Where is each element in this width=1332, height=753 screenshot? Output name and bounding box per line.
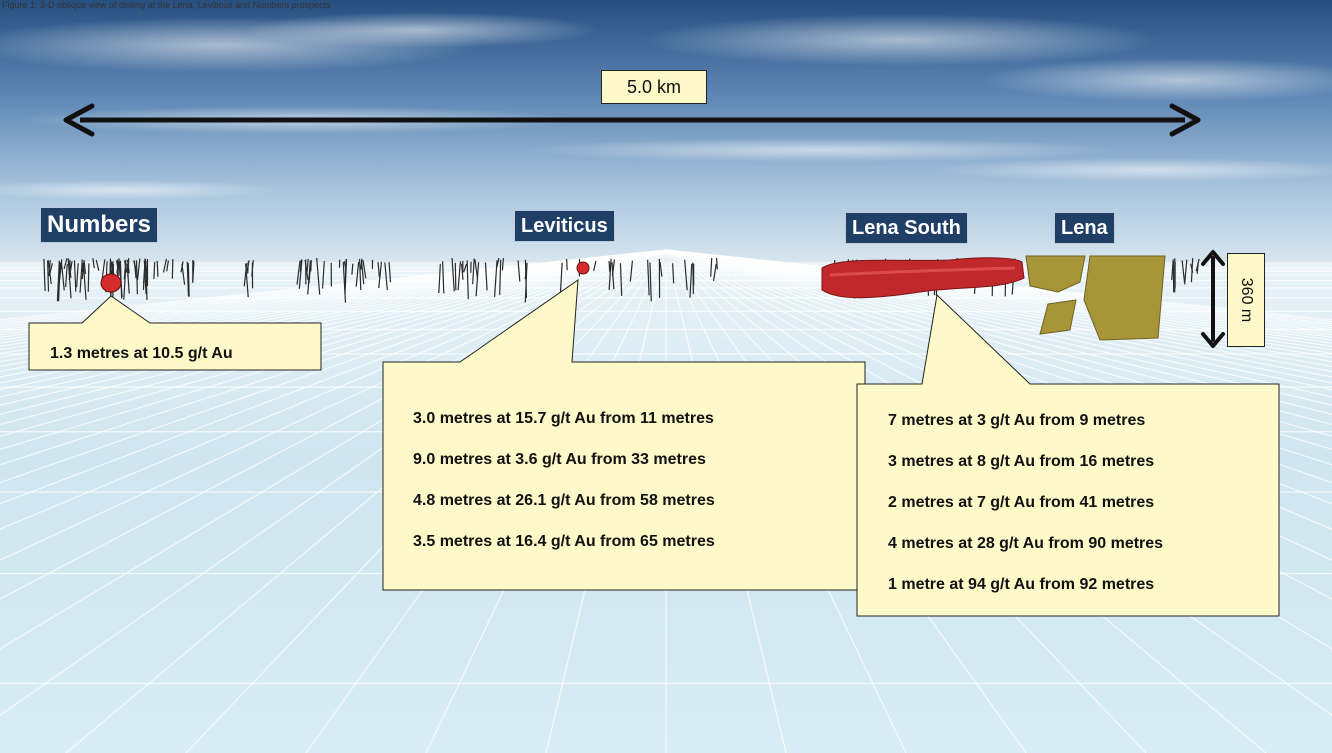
prospect-label-numbers: Numbers (40, 207, 159, 243)
prospect-label-leviticus: Leviticus (514, 210, 615, 242)
distance-scale-label: 5.0 km (601, 70, 707, 104)
intercept-line: 4.8 metres at 26.1 g/t Au from 58 metres (413, 492, 715, 509)
scale-arrow-horizontal (63, 103, 1201, 137)
intercept-line: 7 metres at 3 g/t Au from 9 metres (888, 412, 1146, 429)
callout-numbers-shape (28, 295, 322, 371)
intercept-line: 3 metres at 8 g/t Au from 16 metres (888, 453, 1155, 470)
depth-scale-label: 360 m (1227, 253, 1265, 347)
numbers-intercept (100, 273, 122, 293)
callout-lena: 7 metres at 3 g/t Au from 9 metres 3 met… (888, 412, 1163, 595)
callout-leviticus: 3.0 metres at 15.7 g/t Au from 11 metres… (413, 410, 715, 552)
intercept-line: 3.5 metres at 16.4 g/t Au from 65 metres (413, 533, 715, 550)
prospect-label-lena: Lena (1054, 212, 1115, 244)
scale-arrow-vertical (1201, 250, 1225, 348)
intercept-line: 1 metre at 94 g/t Au from 92 metres (888, 576, 1155, 593)
lena-orebody (1025, 255, 1086, 293)
prospect-label-lena-south: Lena South (845, 212, 968, 244)
figure-caption: Figure 1: 3-D oblique view of drilling a… (2, 0, 331, 10)
leviticus-intercept (576, 261, 590, 275)
intercept-line: 3.0 metres at 15.7 g/t Au from 11 metres (413, 410, 714, 427)
intercept-line: 9.0 metres at 3.6 g/t Au from 33 metres (413, 451, 706, 468)
callout-lena-shape (856, 293, 1280, 617)
intercept-line: 4 metres at 28 g/t Au from 90 metres (888, 535, 1164, 552)
intercept-line: 1.3 metres at 10.5 g/t Au (50, 345, 233, 362)
depth-scale-text: 360 m (1238, 277, 1255, 323)
callout-numbers: 1.3 metres at 10.5 g/t Au (50, 345, 233, 364)
intercept-line: 2 metres at 7 g/t Au from 41 metres (888, 494, 1155, 511)
callout-leviticus-shape (382, 278, 866, 591)
